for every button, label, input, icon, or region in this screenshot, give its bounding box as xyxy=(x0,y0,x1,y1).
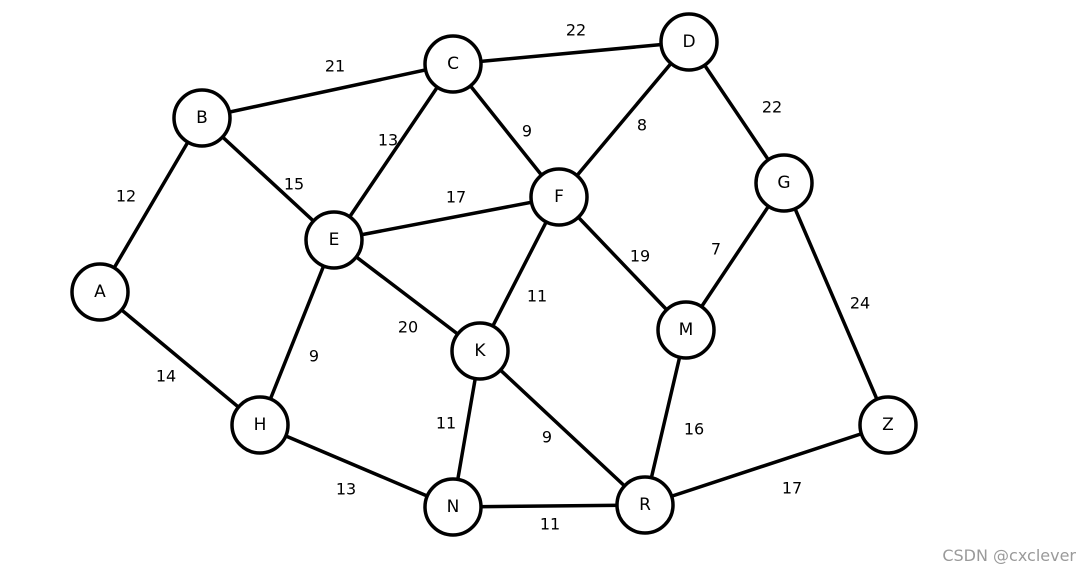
node-circle-c xyxy=(423,34,483,94)
edge-weight-c-e: 13 xyxy=(378,131,398,150)
edge-weight-e-k: 20 xyxy=(398,318,418,337)
node-circle-d xyxy=(659,12,719,72)
node-f: F xyxy=(529,167,589,227)
node-e: E xyxy=(304,210,364,270)
node-circle-r xyxy=(615,475,675,535)
node-circle-n xyxy=(423,477,483,537)
node-label-d: D xyxy=(682,32,695,52)
edge-e-k xyxy=(332,238,482,353)
edge-weight-a-b: 12 xyxy=(116,187,136,206)
node-circle-g xyxy=(754,153,814,213)
node-label-m: M xyxy=(679,320,694,340)
edge-weight-layer: 12 14 21 15 22 13 9 8 22 17 9 20 11 19 7 24 13 11 9 16 11 17 xyxy=(116,21,870,534)
edge-weight-a-h: 14 xyxy=(156,367,176,386)
edge-r-z xyxy=(643,423,890,507)
node-layer: A B C D E F G H K M N R Z xyxy=(70,12,918,537)
edge-weight-m-r: 16 xyxy=(684,420,704,439)
edge-weight-e-h: 9 xyxy=(309,347,319,366)
node-label-f: F xyxy=(554,187,564,207)
node-circle-f xyxy=(529,167,589,227)
node-k: K xyxy=(450,321,510,381)
edge-weight-h-n: 13 xyxy=(336,480,356,499)
edge-weight-c-f: 9 xyxy=(522,122,532,141)
node-circle-m xyxy=(656,300,716,360)
node-circle-h xyxy=(230,395,290,455)
edge-d-f xyxy=(557,40,691,199)
node-h: H xyxy=(230,395,290,455)
edge-h-n xyxy=(258,423,455,509)
edge-b-c xyxy=(200,62,455,120)
node-label-g: G xyxy=(777,173,790,193)
node-c: C xyxy=(423,34,483,94)
edge-weight-d-f: 8 xyxy=(637,116,647,135)
node-circle-b xyxy=(172,88,232,148)
node-label-b: B xyxy=(196,108,208,128)
edge-weight-f-m: 19 xyxy=(630,247,650,266)
watermark: CSDN @cxclever xyxy=(942,546,1076,565)
edge-layer xyxy=(98,40,890,509)
node-label-z: Z xyxy=(882,415,894,435)
node-g: G xyxy=(754,153,814,213)
node-label-a: A xyxy=(94,282,106,302)
node-circle-e xyxy=(304,210,364,270)
edge-weight-g-m: 7 xyxy=(711,240,721,259)
node-a: A xyxy=(70,262,130,322)
node-z: Z xyxy=(858,395,918,455)
node-label-r: R xyxy=(639,495,651,515)
edge-b-e xyxy=(200,116,336,242)
node-d: D xyxy=(659,12,719,72)
node-r: R xyxy=(615,475,675,535)
node-n: N xyxy=(423,477,483,537)
edge-weight-b-e: 15 xyxy=(284,175,304,194)
edge-weight-g-z: 24 xyxy=(850,294,870,313)
node-label-c: C xyxy=(447,54,459,74)
node-label-h: H xyxy=(254,415,267,435)
node-label-e: E xyxy=(329,230,340,250)
edge-c-d xyxy=(451,40,691,66)
edge-weight-c-d: 22 xyxy=(566,21,586,40)
node-circle-z xyxy=(858,395,918,455)
edge-n-r xyxy=(451,503,647,509)
node-label-k: K xyxy=(474,341,486,361)
edge-weight-f-k: 11 xyxy=(527,287,547,306)
edge-weight-n-r: 11 xyxy=(540,515,560,534)
edge-weight-b-c: 21 xyxy=(325,57,345,76)
edge-e-f xyxy=(332,195,561,242)
edge-weight-k-n: 11 xyxy=(436,414,456,433)
edge-m-r xyxy=(643,328,688,507)
edge-weight-k-r: 9 xyxy=(542,428,552,447)
node-label-n: N xyxy=(447,497,460,517)
edge-g-z xyxy=(782,181,890,427)
node-b: B xyxy=(172,88,232,148)
edge-f-m xyxy=(557,195,688,332)
edge-weight-r-z: 17 xyxy=(782,479,802,498)
edge-a-h xyxy=(98,290,262,427)
edge-weight-d-g: 22 xyxy=(762,98,782,117)
node-m: M xyxy=(656,300,716,360)
edge-c-e xyxy=(332,62,455,242)
node-circle-k xyxy=(450,321,510,381)
edge-e-h xyxy=(258,238,336,427)
edge-k-r xyxy=(478,349,647,507)
edge-weight-e-f: 17 xyxy=(446,188,466,207)
node-circle-a xyxy=(70,262,130,322)
edge-a-b xyxy=(98,116,204,294)
